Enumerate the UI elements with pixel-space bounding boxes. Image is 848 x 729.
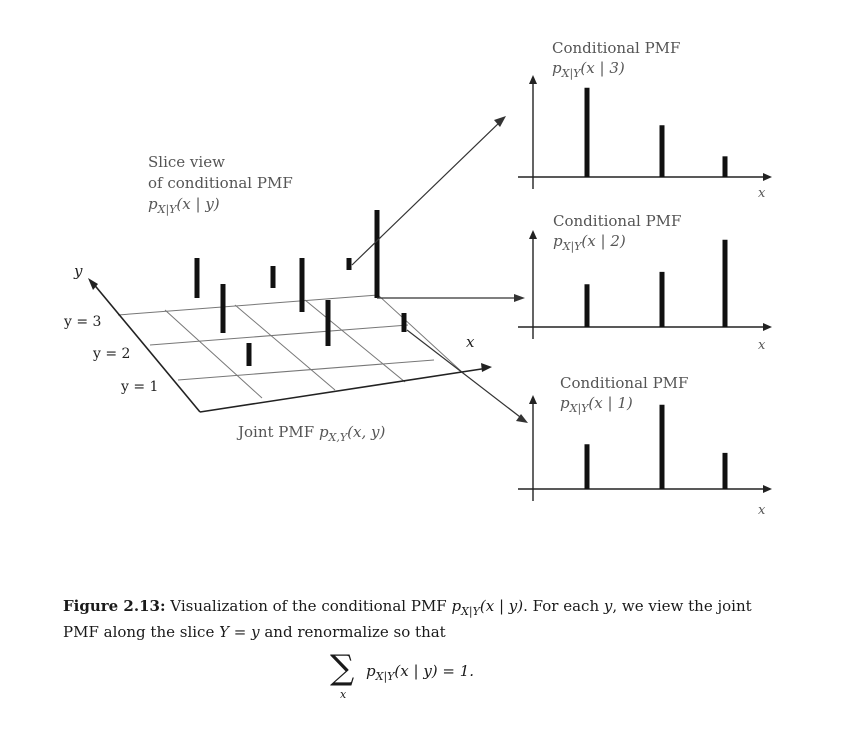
arrowhead bbox=[494, 116, 506, 127]
caption-args: (x | y) bbox=[479, 597, 524, 615]
y-axis-arrowhead bbox=[88, 278, 98, 290]
joint-pmf-title: Joint PMF pX,Y(x, y) bbox=[238, 423, 385, 444]
equation-body: pX|Y(x | y) = 1. bbox=[366, 662, 474, 683]
joint-pmf-subscript: X,Y bbox=[328, 431, 348, 444]
arrowhead bbox=[516, 414, 528, 423]
slice-view-line2: of conditional PMF bbox=[148, 174, 293, 192]
panel-x-label: x bbox=[758, 503, 766, 518]
caption-y: y bbox=[603, 597, 613, 615]
slice-view-line1: Slice view bbox=[148, 153, 225, 171]
x-axis-arrowhead bbox=[481, 363, 492, 372]
panel-title-y3: Conditional PMF pX|Y(x | 3) bbox=[552, 38, 680, 84]
row-label-y3: y = 3 bbox=[64, 314, 102, 330]
panel-subscript: X|Y bbox=[569, 402, 589, 415]
sum-index: x bbox=[340, 688, 347, 701]
slice-view-symbol: p bbox=[148, 195, 158, 213]
panel-title-text: Conditional PMF bbox=[552, 39, 681, 57]
panel-args: (x | 2) bbox=[581, 232, 626, 250]
conditional-panels bbox=[518, 75, 772, 501]
caption-text2: . For each bbox=[523, 597, 604, 615]
connector-arrows bbox=[351, 119, 525, 421]
arrowhead bbox=[514, 294, 525, 302]
row-label-y1: y = 1 bbox=[121, 379, 159, 395]
panel-title-y1: Conditional PMF pX|Y(x | 1) bbox=[560, 373, 688, 419]
slice-view-args: (x | y) bbox=[176, 195, 220, 213]
joint-pmf-symbol: p bbox=[318, 423, 329, 441]
panel-y-arrowhead bbox=[529, 230, 537, 239]
panel-y-arrowhead bbox=[529, 75, 537, 84]
panel-title-y2: Conditional PMF pX|Y(x | 2) bbox=[553, 211, 681, 257]
equation-args: (x | y) = 1. bbox=[394, 662, 475, 680]
joint-y-axis-label: y bbox=[74, 262, 83, 280]
caption-text1: Visualization of the conditional PMF bbox=[165, 597, 452, 615]
caption-symbol: p bbox=[451, 597, 462, 615]
panel-symbol: p bbox=[560, 394, 570, 412]
joint-pmf-args: (x, y) bbox=[347, 423, 386, 441]
slice-view-subscript: X|Y bbox=[157, 203, 177, 216]
caption-slice-eq: Y = y bbox=[219, 623, 260, 641]
figure-drawing bbox=[88, 75, 772, 501]
caption-label: Figure 2.13: bbox=[63, 597, 166, 615]
panel-title-text: Conditional PMF bbox=[560, 374, 689, 392]
panel-symbol: p bbox=[552, 59, 562, 77]
row-label-y2: y = 2 bbox=[93, 346, 131, 362]
joint-x-axis-label: x bbox=[466, 333, 475, 351]
slice-view-label: Slice view of conditional PMF pX|Y(x | y… bbox=[148, 152, 293, 220]
joint-axes bbox=[91, 281, 489, 413]
equation-symbol: p bbox=[366, 662, 376, 680]
panel-args: (x | 3) bbox=[580, 59, 625, 77]
panel-symbol: p bbox=[553, 232, 563, 250]
panel-title-text: Conditional PMF bbox=[553, 212, 682, 230]
panel-x-arrowhead bbox=[763, 485, 772, 493]
joint-pmf-title-text: Joint PMF bbox=[238, 423, 319, 441]
normalization-equation: ∑ x pX|Y(x | y) = 1. bbox=[330, 650, 550, 710]
panel-y-arrowhead bbox=[529, 395, 537, 404]
panel-args: (x | 1) bbox=[588, 394, 633, 412]
panel-x-label: x bbox=[758, 186, 766, 201]
caption-text4: and renormalize so that bbox=[259, 623, 446, 641]
joint-bars bbox=[194, 210, 407, 366]
panel-subscript: X|Y bbox=[562, 240, 582, 253]
figure-caption: Figure 2.13: Visualization of the condit… bbox=[63, 596, 783, 643]
panel-x-arrowhead bbox=[763, 173, 772, 181]
caption-text3: , we view the joint PMF along the slice bbox=[63, 597, 752, 641]
panel-subscript: X|Y bbox=[561, 67, 581, 80]
joint-grid bbox=[117, 294, 463, 399]
caption-subscript: X|Y bbox=[461, 605, 480, 618]
equation-subscript: X|Y bbox=[375, 670, 395, 683]
panel-x-label: x bbox=[758, 338, 766, 353]
panel-x-arrowhead bbox=[763, 323, 772, 331]
sum-symbol: ∑ bbox=[330, 648, 355, 688]
